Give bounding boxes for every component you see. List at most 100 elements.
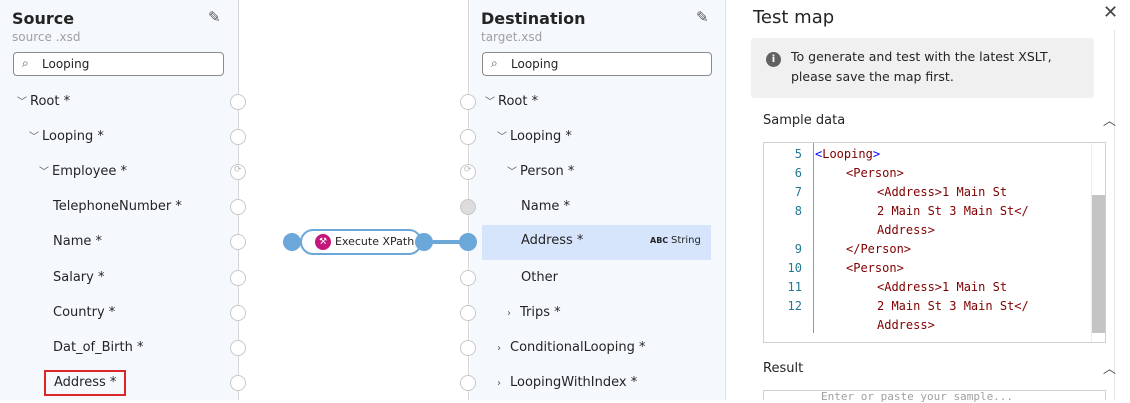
source-connection-handle[interactable] xyxy=(230,340,246,356)
editor-scrollbar[interactable] xyxy=(1091,143,1105,342)
destination-connection-handle[interactable] xyxy=(460,94,476,110)
chevron-right-icon[interactable]: › xyxy=(497,378,501,389)
code-text: <Person> xyxy=(846,166,904,180)
source-tree-item[interactable]: Salary * xyxy=(53,268,104,288)
code-line: 7<Address>1 Main St xyxy=(764,183,1094,202)
line-number: 12 xyxy=(787,299,802,313)
string-type-icon: ABC xyxy=(650,236,669,245)
line-number: 11 xyxy=(787,280,802,294)
wrench-icon: ⚒ xyxy=(315,234,331,250)
code-line: 9 </Person> xyxy=(764,240,1094,259)
scrollbar-thumb[interactable] xyxy=(1092,195,1105,333)
destination-connection-handle[interactable] xyxy=(460,129,476,145)
code-line: 12 2 Main St 3 Main St</ xyxy=(764,297,1094,316)
line-number: 5 xyxy=(794,147,802,161)
code-text: Address> xyxy=(877,223,935,237)
target-handle[interactable] xyxy=(459,233,477,251)
chevron-down-icon[interactable]: ﹀ xyxy=(507,167,517,178)
destination-search-input[interactable]: ⌕Looping xyxy=(482,52,712,76)
chevron-down-icon[interactable]: ﹀ xyxy=(497,132,507,143)
type-label: String xyxy=(671,235,701,246)
code-line: 10<Person> xyxy=(764,259,1094,278)
code-line: Address> xyxy=(764,221,1094,240)
destination-filename: target.xsd xyxy=(481,30,543,44)
chevron-right-icon[interactable]: › xyxy=(497,343,501,354)
sample-data-editor[interactable]: 5<Looping> 6 <Person> 7<Address>1 Main St… xyxy=(763,142,1106,343)
close-icon[interactable]: ✕ xyxy=(1103,2,1119,23)
source-tree-item[interactable]: TelephoneNumber * xyxy=(53,197,182,217)
source-tree-item[interactable]: Address * xyxy=(44,370,127,396)
tree-item-label: Other xyxy=(521,270,558,285)
source-connection-handle[interactable] xyxy=(230,270,246,286)
source-tree-item[interactable]: ﹀Root * xyxy=(17,92,70,112)
tree-item-label: Address * xyxy=(521,233,584,248)
code-text: </Person> xyxy=(846,242,912,256)
source-tree-item[interactable]: Dat_of_Birth * xyxy=(53,338,143,358)
info-text-line2: please save the map first. xyxy=(791,69,954,84)
destination-tree-item[interactable]: ›ConditionalLooping * xyxy=(497,338,646,358)
test-map-title: Test map xyxy=(753,7,835,28)
source-connection-handle[interactable] xyxy=(230,129,246,145)
line-number: 9 xyxy=(794,242,802,256)
source-connection-handle[interactable] xyxy=(230,375,246,391)
code-text: <Person> xyxy=(846,261,904,275)
code-line: 5<Looping> xyxy=(764,145,1094,164)
source-tree-item[interactable]: ﹀Employee * xyxy=(39,162,127,182)
collapse-chevron-icon[interactable]: ︿ xyxy=(1103,114,1117,129)
chevron-down-icon[interactable]: ﹀ xyxy=(485,97,495,108)
destination-tree-item[interactable]: ﹀Looping * xyxy=(497,127,572,147)
node-output-handle[interactable] xyxy=(415,233,433,251)
destination-connection-handle[interactable] xyxy=(460,164,476,180)
chevron-right-icon[interactable]: › xyxy=(507,308,511,319)
chevron-down-icon[interactable]: ﹀ xyxy=(39,167,49,178)
destination-title: Destination xyxy=(481,9,586,28)
line-number: 6 xyxy=(794,166,802,180)
destination-connection-handle[interactable] xyxy=(460,340,476,356)
source-tree-item[interactable]: Name * xyxy=(53,232,102,252)
destination-tree-item[interactable]: Other xyxy=(521,268,558,288)
source-connection-handle[interactable] xyxy=(230,234,246,250)
source-connection-handle[interactable] xyxy=(230,164,246,180)
code-line: Address> xyxy=(764,316,1094,335)
code-text: 2 Main St 3 Main St</ xyxy=(877,204,1029,218)
source-connection-handle[interactable] xyxy=(230,94,246,110)
destination-tree-item[interactable]: › Trips * xyxy=(507,303,561,323)
search-value: Looping xyxy=(511,57,559,71)
source-filename: source .xsd xyxy=(12,30,81,44)
destination-connection-handle[interactable] xyxy=(460,375,476,391)
edit-pencil-icon[interactable]: ✎ xyxy=(696,8,709,26)
tree-item-label: Salary * xyxy=(53,270,105,285)
destination-tree-item[interactable]: ﹀Person * xyxy=(507,162,574,182)
code-text: 2 Main St 3 Main St</ xyxy=(877,299,1029,313)
execute-xpath-node[interactable]: ⚒ Execute XPath xyxy=(300,229,422,255)
destination-tree-item[interactable]: ﹀Root * xyxy=(485,92,538,112)
destination-tree-item-selected[interactable]: Address * ABC String xyxy=(482,225,711,260)
line-number: 7 xyxy=(794,185,802,199)
source-connection-handle[interactable] xyxy=(230,305,246,321)
destination-tree-item[interactable]: ›LoopingWithIndex * xyxy=(497,373,637,393)
collapse-chevron-icon[interactable]: ︿ xyxy=(1103,362,1117,377)
node-input-handle[interactable] xyxy=(283,233,301,251)
chevron-down-icon[interactable]: ﹀ xyxy=(17,97,27,108)
edit-pencil-icon[interactable]: ✎ xyxy=(208,8,221,26)
search-value: Looping xyxy=(42,57,90,71)
source-tree-item[interactable]: ﹀Looping * xyxy=(29,127,104,147)
function-label: Execute XPath xyxy=(335,235,415,248)
destination-connection-handle[interactable] xyxy=(460,199,476,215)
source-connection-handle[interactable] xyxy=(230,199,246,215)
tree-item-label: Country * xyxy=(53,305,116,320)
tree-item-label: Trips * xyxy=(520,305,561,320)
destination-tree-item[interactable]: Name * xyxy=(521,197,570,217)
result-label: Result xyxy=(763,361,804,376)
code-line: 6 <Person> xyxy=(764,164,1094,183)
info-message-bar: i To generate and test with the latest X… xyxy=(751,38,1094,98)
result-editor[interactable]: Enter or paste your sample... xyxy=(763,390,1106,403)
test-map-panel: Test map ✕ i To generate and test with t… xyxy=(725,0,1130,403)
chevron-down-icon[interactable]: ﹀ xyxy=(29,132,39,143)
source-search-input[interactable]: ⌕ Looping xyxy=(13,52,224,76)
search-icon: ⌕ xyxy=(22,56,29,70)
destination-connection-handle[interactable] xyxy=(460,270,476,286)
source-tree-item[interactable]: Country * xyxy=(53,303,115,323)
destination-connection-handle[interactable] xyxy=(460,305,476,321)
